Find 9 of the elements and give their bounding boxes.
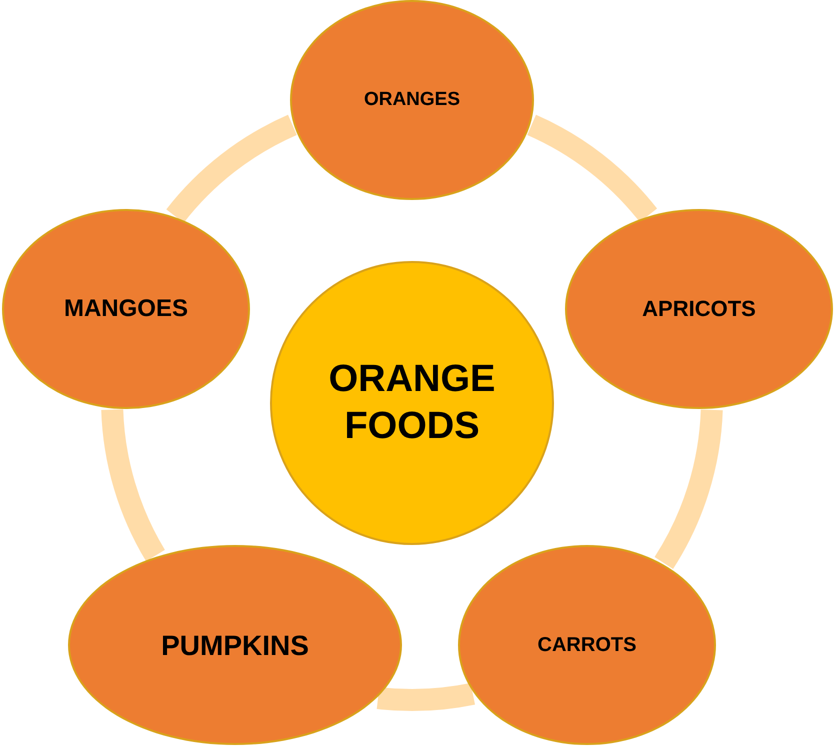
node-label: ORANGES [364, 88, 460, 112]
node-label: CARROTS [538, 632, 636, 658]
node-label: ORANGE FOODS [328, 356, 496, 449]
ring-connector [377, 682, 475, 711]
node-label: PUMPKINS [161, 628, 309, 662]
node-label: APRICOTS [642, 295, 756, 323]
node-label: MANGOES [64, 294, 188, 324]
ring-connector [654, 408, 723, 568]
ring-connector [101, 408, 166, 561]
